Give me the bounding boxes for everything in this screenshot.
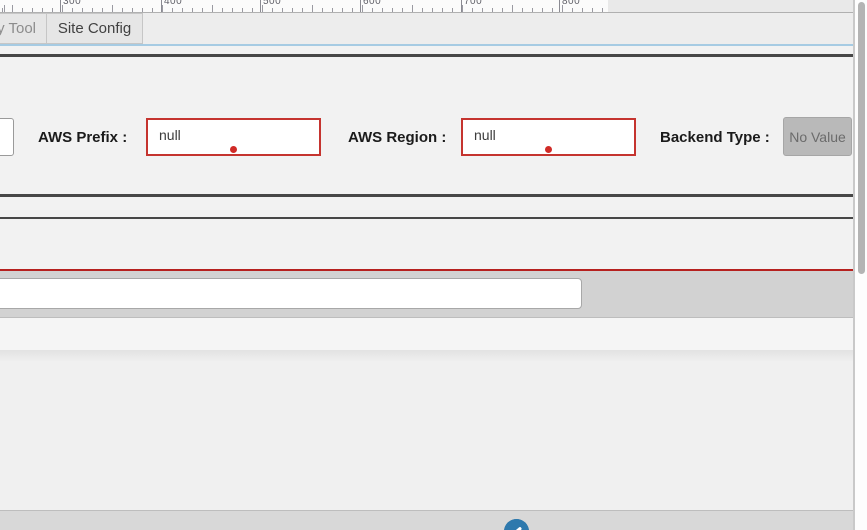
ruler-label: 700 bbox=[464, 0, 483, 7]
backend-type-value-text: No Value bbox=[789, 128, 846, 145]
tab-tool-label: y Tool bbox=[0, 20, 36, 37]
backend-type-value[interactable]: No Value bbox=[783, 117, 852, 156]
ruler-label: 500 bbox=[263, 0, 282, 7]
aws-prefix-label: AWS Prefix : bbox=[38, 129, 128, 146]
content-right-border bbox=[853, 0, 855, 530]
aws-region-field-wrap bbox=[461, 118, 636, 156]
config-fab-button[interactable] bbox=[504, 519, 529, 530]
ruler-label: 600 bbox=[363, 0, 382, 7]
ruler-major-tick bbox=[161, 0, 162, 12]
cutoff-input[interactable] bbox=[0, 118, 14, 156]
section-band bbox=[0, 318, 853, 350]
ruler-ticks bbox=[0, 0, 608, 12]
aws-region-input[interactable] bbox=[461, 118, 636, 156]
tab-site-config[interactable]: Site Config bbox=[46, 13, 143, 44]
tab-tool[interactable]: y Tool bbox=[0, 13, 47, 44]
aws-prefix-input[interactable] bbox=[146, 118, 321, 156]
ruler-major-tick bbox=[260, 0, 261, 12]
error-dot-icon bbox=[230, 146, 237, 153]
divider-top bbox=[0, 54, 853, 57]
ruler-major-tick bbox=[60, 0, 61, 12]
ruler-major-tick bbox=[360, 0, 361, 12]
lower-section bbox=[0, 350, 853, 511]
ruler-major-tick bbox=[461, 0, 462, 12]
divider-middle-1 bbox=[0, 194, 853, 197]
aws-region-label: AWS Region : bbox=[348, 129, 447, 146]
divider-middle-2 bbox=[0, 216, 853, 219]
footer-strip bbox=[0, 511, 853, 530]
ruler-major-tick bbox=[559, 0, 560, 12]
scrollbar-thumb[interactable] bbox=[857, 2, 865, 274]
tab-bar: y Tool Site Config bbox=[0, 13, 853, 46]
ruler-label: 400 bbox=[164, 0, 183, 7]
error-dot-icon bbox=[545, 146, 552, 153]
divider-red bbox=[0, 269, 853, 271]
backend-type-label: Backend Type : bbox=[660, 129, 770, 146]
aws-prefix-field-wrap bbox=[146, 118, 321, 156]
ruler: 300 400 500 600 700 800 bbox=[0, 0, 853, 13]
ruler-label: 800 bbox=[562, 0, 581, 7]
search-input[interactable] bbox=[0, 278, 582, 309]
ruler-label: 300 bbox=[63, 0, 82, 7]
tab-site-config-label: Site Config bbox=[57, 20, 132, 37]
scrollbar-track[interactable] bbox=[855, 0, 867, 530]
toolbar-panel bbox=[0, 271, 853, 318]
